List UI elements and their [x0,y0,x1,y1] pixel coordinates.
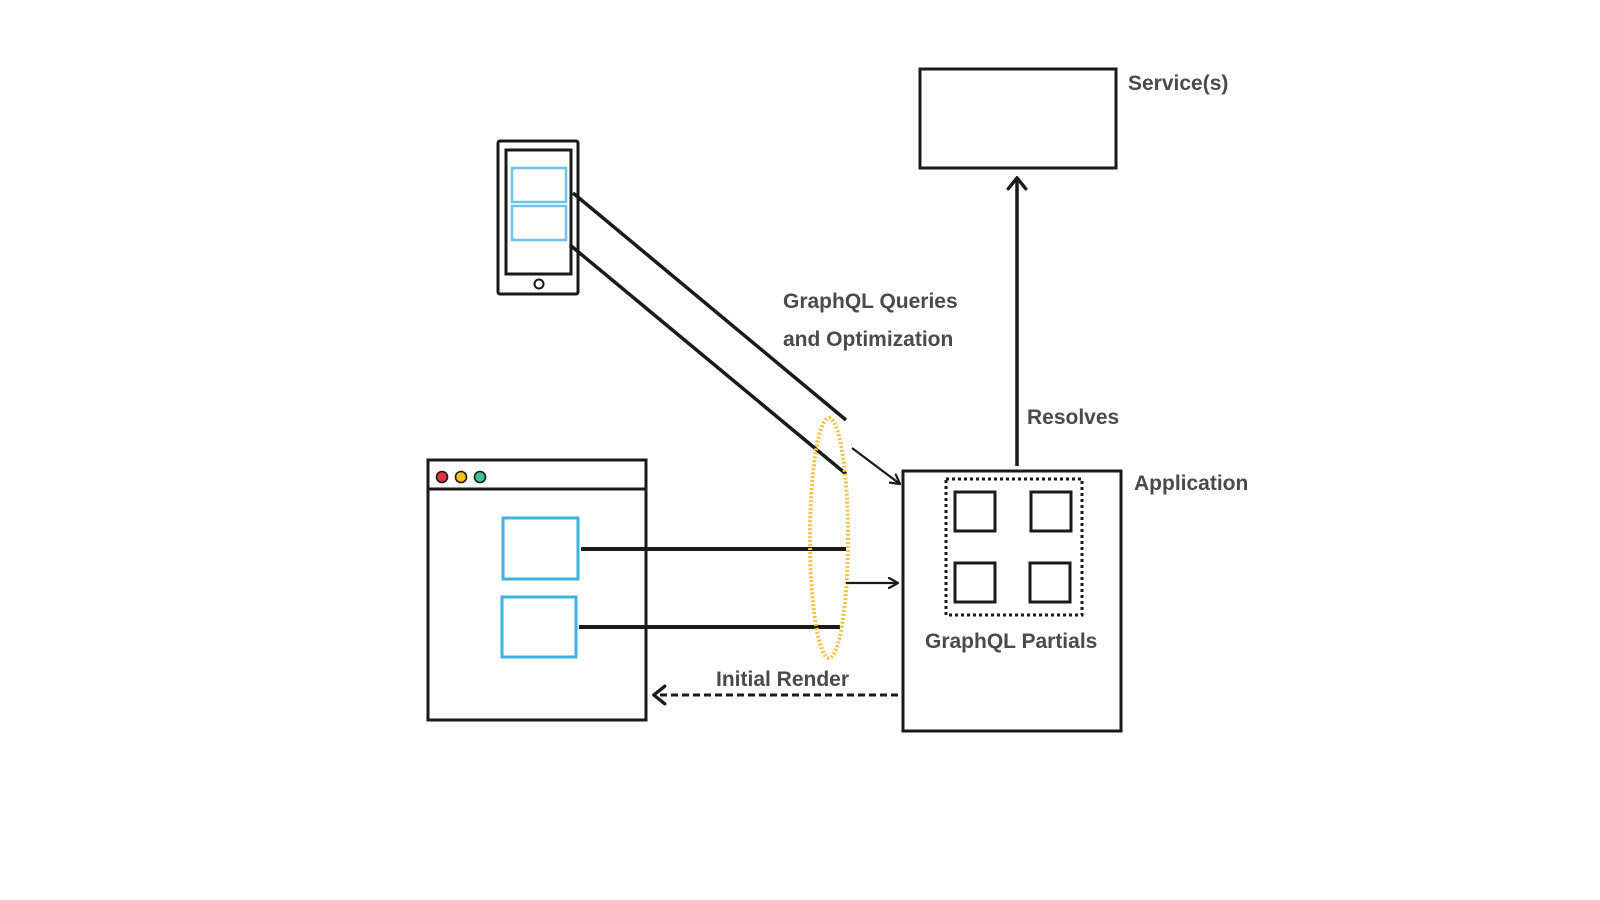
browser-client [426,458,648,722]
phone-screen [504,148,573,276]
phone-query-line-2 [568,243,848,476]
phone-component-top [510,166,568,204]
partial-component-4 [1028,561,1072,604]
application-node: Application GraphQL Partials [901,469,1248,733]
graphql-partials-group [944,477,1084,617]
phone-query-line-1 [571,191,848,422]
resolves-label: Resolves [1027,406,1119,429]
browser-component-bottom [500,595,578,659]
mobile-client [496,139,580,296]
browser-component-top [501,516,580,581]
phone-component-bottom [510,204,568,242]
phone-home-button [533,278,545,290]
services-label: Service(s) [1128,72,1228,95]
browser-minimize-dot [454,470,468,484]
services-box [918,67,1118,170]
application-label: Application [1134,472,1248,495]
query-optimization-highlight [808,416,850,660]
services-node: Service(s) [918,67,1228,170]
phone-icon [496,139,580,296]
queries-label-line2: and Optimization [783,328,953,351]
application-box [901,469,1123,733]
browser-maximize-dot [473,470,487,484]
graphql-partials-label: GraphQL Partials [925,630,1097,653]
browser-close-dot [435,470,449,484]
partial-component-2 [1029,490,1073,533]
partial-component-3 [953,561,997,604]
initial-render-label: Initial Render [716,668,849,691]
browser-window-icon [426,458,648,722]
queries-label-line1: GraphQL Queries [783,290,958,313]
phone-to-application-arrow [851,447,900,484]
partial-component-1 [953,490,997,533]
